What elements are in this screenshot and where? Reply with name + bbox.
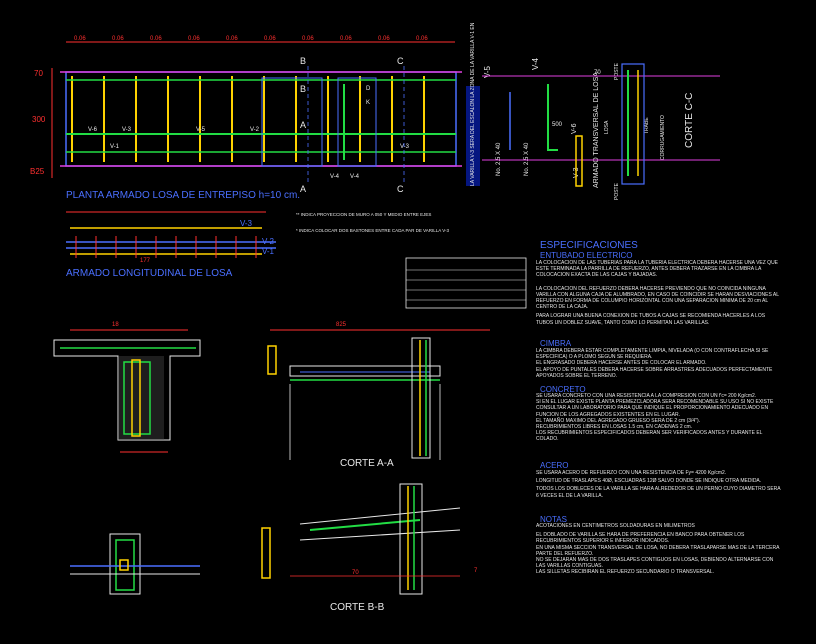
note-1: ** INDICA PROYECCION DE MURO A 050 Y MED… bbox=[296, 212, 431, 217]
specs-title: ESPECIFICACIONES bbox=[540, 240, 638, 251]
long-label-v2: V-2 bbox=[262, 237, 275, 246]
spec-p1: LA COLOCACION DE LAS TUBERIAS PARA LA TU… bbox=[536, 260, 779, 279]
dim-500: 500 bbox=[552, 122, 563, 128]
dim-left-mid: 300 bbox=[32, 115, 46, 124]
corrug-label: CORRUGAMIENTO bbox=[660, 115, 666, 160]
long-label-177: 177 bbox=[140, 258, 151, 264]
beam-v5-label: V-5 bbox=[483, 65, 492, 78]
specs-sub-electrico: ENTUBADO ELECTRICO bbox=[540, 251, 632, 260]
top-dim-label: 0.06 bbox=[188, 36, 200, 42]
spec-p18: NO SE DEJARAN MAS DE DOS TRASLAPES CONTI… bbox=[536, 557, 774, 570]
spec-p15: ACOTACIONES EN CENTIMETROS SOLDADURAS EN… bbox=[536, 523, 695, 529]
beam-label-v5: V-5 bbox=[196, 127, 206, 133]
detail-bottom-left bbox=[70, 533, 200, 595]
spec-p9: EL TAMAÑO MAXIMO DEL AGREGADO GRUESO SER… bbox=[536, 417, 701, 424]
sub-label-k: K bbox=[366, 100, 370, 106]
spec-p3: PARA LOGRAR UNA BUENA CONEXION DE TUBOS … bbox=[536, 313, 766, 326]
section-mark-b-top: B bbox=[300, 56, 306, 66]
dim-18: 18 bbox=[112, 322, 119, 328]
beam-label-v3a: V-3 bbox=[122, 127, 132, 133]
spec-p12: SE USARA ACERO DE REFUERZO CON UNA RESIS… bbox=[536, 470, 727, 476]
top-dim-label: 0.06 bbox=[378, 36, 390, 42]
trabe-label: TRABE bbox=[644, 117, 650, 134]
beam-label-v1: V-1 bbox=[110, 144, 120, 150]
spec-p17: EN UNA MISMA SECCION TRANSVERSAL DE LOSA… bbox=[536, 544, 780, 557]
spec-p10: RECUBRIMIENTOS LIBRES EN LOSAS 1.5 cm, E… bbox=[536, 424, 693, 431]
sub-label-d: D bbox=[366, 86, 371, 92]
spec-p19: LAS SILLETAS RECIBIRAN EL REFUERZO SECUN… bbox=[536, 569, 715, 576]
bar-spec-1: No. 2.5 X 40 bbox=[496, 142, 502, 176]
dim-70: 70 bbox=[594, 70, 601, 76]
long-label-v3: V-3 bbox=[240, 219, 253, 228]
top-dim-label: 0.06 bbox=[150, 36, 162, 42]
spec-p8: SI EN EL LUGAR EXISTE PLANTA PREMEZCLADO… bbox=[536, 399, 774, 418]
note-2: * INDICA COLOCAR DOS BASTONES ENTRE CADA… bbox=[296, 228, 450, 233]
spec-p16: EL DOBLADO DE VARILLA SE HARA DE PREFERE… bbox=[536, 532, 745, 545]
beam-label-v2: V-2 bbox=[250, 127, 260, 133]
spec-p5: EL ENGRASADO DEBERA HACERSE ANTES DE COL… bbox=[536, 360, 707, 367]
beam-label-v4: V-4 bbox=[330, 174, 340, 180]
dim-825: 825 bbox=[336, 322, 347, 328]
dim-left-top: 70 bbox=[34, 69, 43, 78]
top-dim-label: 0.06 bbox=[264, 36, 276, 42]
spec-p14: TODOS LOS DOBLECES DE LA VARILLA SE HARA… bbox=[536, 486, 781, 499]
spec-p11: LOS RECUBRIMIENTOS ESPECIFICADOS DEBERAN… bbox=[536, 430, 763, 443]
plan-view: 0.06 0.06 0.06 0.06 0.06 0.06 0.06 0.06 0.06 0.06… bbox=[30, 36, 462, 201]
specs-sub-concreto: CONCRETO bbox=[540, 385, 586, 394]
section-mark-c-bot: C bbox=[397, 184, 404, 194]
spec-p4: LA CIMBRA DEBERA ESTAR COMPLETAMENTE LIM… bbox=[536, 348, 769, 361]
bar-spec-2: No. 2.5 X 40 bbox=[524, 142, 530, 176]
rebar-table bbox=[405, 257, 527, 309]
beam-label-v3b: V-3 bbox=[400, 144, 410, 150]
detail-left: 18 bbox=[53, 322, 201, 453]
corte-aa-title: CORTE A-A bbox=[340, 458, 394, 469]
section-aa: 825 CORTE A-A bbox=[267, 322, 490, 469]
corte-bb-title: CORTE B-B bbox=[330, 602, 385, 613]
beam-v4-label: V-4 bbox=[531, 57, 540, 70]
section-mark-a-bot: A bbox=[300, 184, 306, 194]
long-label-v1: V-1 bbox=[262, 247, 275, 256]
specs-sub-notas: NOTAS bbox=[540, 515, 567, 524]
dim-70-bb: 70 bbox=[352, 570, 359, 576]
top-dim-label: 0.06 bbox=[340, 36, 352, 42]
spec-p2: LA COLOCACION DEL REFUERZO DEBERA HACERS… bbox=[536, 285, 779, 311]
specifications: ESPECIFICACIONES ENTUBADO ELECTRICO LA C… bbox=[536, 240, 781, 576]
section-cc-area: LA VARILLA V-3 SERA DEL ESCALON LA ZONA … bbox=[466, 22, 720, 200]
losa-label: LOSA bbox=[604, 120, 610, 134]
top-dim-label: 0.06 bbox=[302, 36, 314, 42]
beam-label-v6: V-6 bbox=[88, 127, 98, 133]
spec-p7: SE USARA CONCRETO CON UNA RESISTENCIA A … bbox=[536, 393, 757, 399]
top-dim-label: 0.06 bbox=[416, 36, 428, 42]
top-dim-label: 0.06 bbox=[226, 36, 238, 42]
section-mark-a-mid: A bbox=[300, 120, 306, 130]
spec-p13: LONGITUD DE TRASLAPES 40Ø, ESCUADRAS 12Ø… bbox=[536, 478, 762, 485]
section-mark-b-mid: B bbox=[300, 84, 306, 94]
spec-p6: EL APOYO DE PUNTALES DEBERA HACERSE SOBR… bbox=[536, 366, 773, 379]
beam-label-v4b: V-4 bbox=[350, 174, 360, 180]
longitudinal-view: V-3 V-2 V-1 177 ARMADO LONGITUDINAL DE L… bbox=[66, 211, 276, 279]
section-bb: 70 7 CORTE B-B bbox=[261, 483, 478, 613]
poste-label-2: POSTE bbox=[614, 182, 620, 200]
vertical-note: LA VARILLA V-3 SERA DEL ESCALON LA ZONA … bbox=[470, 22, 476, 186]
specs-sub-acero: ACERO bbox=[540, 461, 568, 470]
top-dim-label: 0.06 bbox=[112, 36, 124, 42]
longitudinal-title: ARMADO LONGITUDINAL DE LOSA bbox=[66, 268, 233, 279]
corte-cc-title: CORTE C-C bbox=[684, 93, 695, 148]
plan-title: PLANTA ARMADO LOSA DE ENTREPISO h=10 cm. bbox=[66, 190, 300, 201]
dim-left-bot: B25 bbox=[30, 167, 45, 176]
beam-v6-label: V-6 bbox=[571, 123, 578, 134]
section-mark-c-top: C bbox=[397, 56, 404, 66]
transversal-label: ARMADO TRANSVERSAL DE LOSA bbox=[593, 72, 600, 188]
small-notes: ** INDICA PROYECCION DE MURO A 050 Y MED… bbox=[296, 212, 450, 233]
dim-7-bb: 7 bbox=[474, 568, 478, 574]
top-dim-label: 0.06 bbox=[74, 36, 86, 42]
poste-label-1: POSTE bbox=[614, 62, 620, 80]
specs-sub-cimbra: CIMBRA bbox=[540, 339, 572, 348]
